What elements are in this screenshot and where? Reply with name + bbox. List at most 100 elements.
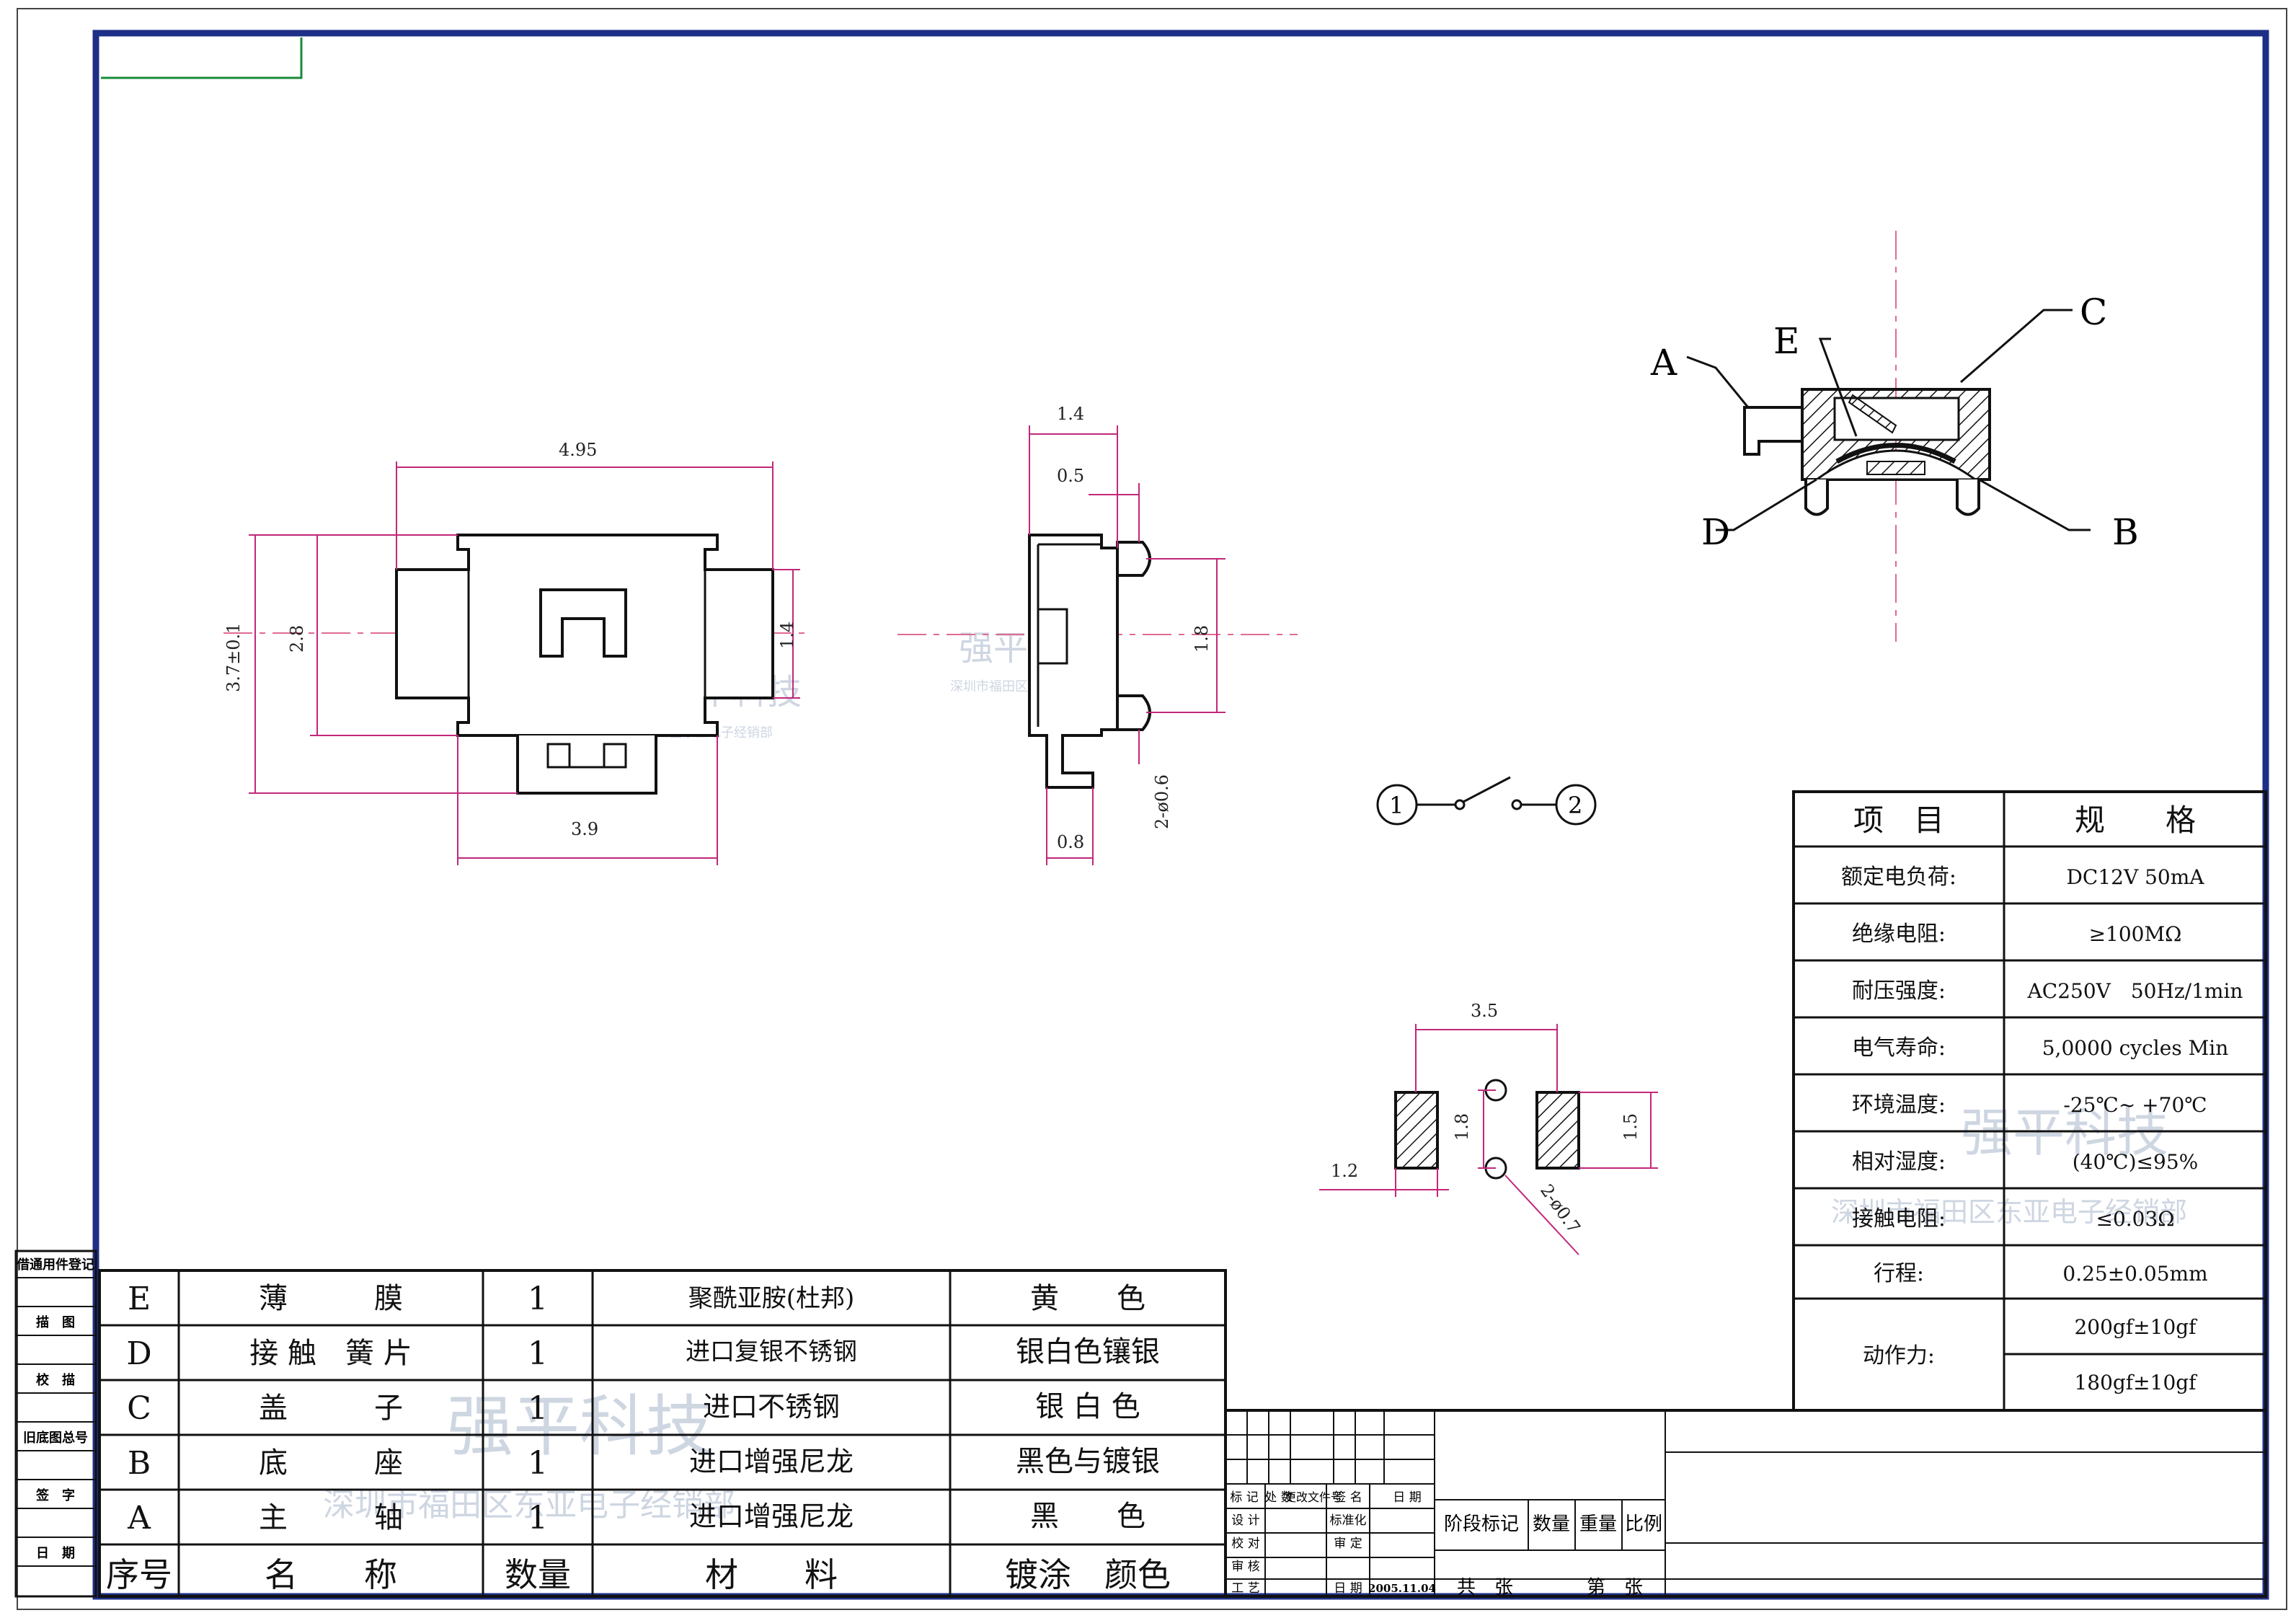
callout-d: D: [1701, 511, 1730, 553]
register-label: 借通用件登记: [16, 1257, 94, 1273]
register-label: 校 描: [36, 1372, 75, 1388]
dim-side-pin: 2-ø0.6: [1152, 774, 1172, 829]
pin1-label: 1: [1389, 792, 1404, 819]
switch-schematic: 1 2: [1376, 776, 1597, 826]
part-material: 聚酰亚胺(杜邦): [688, 1284, 855, 1313]
spec-value: 5,0000 cycles Min: [2042, 1036, 2229, 1060]
pad-left: [1394, 1091, 1439, 1170]
side-pin-bottom: [1116, 694, 1151, 731]
pcb-footprint: 3.5 1.8 1.5 1.2 2-ø0.7: [1319, 1001, 1658, 1255]
dim-pad-span: 3.5: [1471, 1001, 1498, 1021]
register-label: 描 图: [36, 1314, 75, 1330]
dim-inner-height: 2.8: [287, 625, 307, 653]
watermark-address: 深圳市福田区东亚电子经销部: [1831, 1196, 2187, 1228]
register-label: 签 字: [35, 1487, 75, 1503]
tb-total: 共 张: [1457, 1577, 1513, 1599]
spec-value: 0.25±0.05mm: [2062, 1262, 2207, 1286]
parts-header-finish: 镀涂 颜色: [1005, 1555, 1171, 1594]
part-material: 进口复银不锈钢: [686, 1338, 857, 1366]
switch-lever: [1463, 776, 1511, 803]
tb-approve: 审 定: [1334, 1537, 1362, 1551]
watermark-name: 强平科技: [1961, 1102, 2168, 1163]
side-view: 1.4 0.5 1.8 2-ø0.6 0.8: [897, 404, 1298, 865]
watermark-address: 深圳市福田区东亚电子经销部: [323, 1487, 735, 1524]
tb-weight: 重量: [1579, 1513, 1617, 1535]
tb-audit: 审 核: [1231, 1560, 1259, 1574]
parts-table: E 薄 膜 1 聚酰亚胺(杜邦) 黄 色 D 接 触 簧 片 1 进口复银不锈钢…: [98, 1269, 1227, 1598]
spec-value: AC250V 50Hz/1min: [2027, 979, 2243, 1003]
tb-quantity: 数量: [1533, 1513, 1570, 1535]
part-material: 进口不锈钢: [703, 1391, 840, 1423]
parts-header-qty: 数量: [505, 1555, 571, 1594]
parts-header-no: 序号: [106, 1555, 172, 1594]
tb-sheet: 第 张: [1587, 1577, 1643, 1599]
force-value: 200gf±10gf: [2074, 1315, 2198, 1339]
dim-side-height: 1.8: [1192, 625, 1212, 653]
callout-c: C: [2080, 291, 2107, 333]
part-name: 薄 膜: [259, 1282, 403, 1315]
part-qty: 1: [528, 1390, 548, 1427]
part-finish: 黑 色: [1030, 1500, 1145, 1533]
part-qty: 1: [528, 1335, 548, 1372]
spec-header-item: 项 目: [1853, 803, 1944, 838]
tb-count: 处 数: [1264, 1490, 1293, 1505]
tb-stage: 阶段标记: [1444, 1513, 1519, 1535]
shaft-tip: [1848, 394, 1897, 434]
part-material: 进口增强尼龙: [689, 1500, 854, 1532]
tb-process: 工 艺: [1231, 1581, 1259, 1596]
section-view: A E C D B: [1650, 231, 2139, 642]
spec-value: -25℃~ +70℃: [2063, 1093, 2207, 1117]
spec-label: 相对湿度:: [1852, 1149, 1946, 1175]
force-value: 180gf±10gf: [2074, 1371, 2198, 1394]
spec-label: 环境温度:: [1852, 1092, 1946, 1118]
spec-label: 电气寿命:: [1852, 1035, 1946, 1061]
spec-label: 行程:: [1874, 1261, 1924, 1286]
spec-label: 接触电阻:: [1852, 1206, 1946, 1232]
dim-pad-height-right: 1.5: [1621, 1113, 1641, 1141]
side-body-outline: [1028, 534, 1119, 789]
spec-label: 额定电负荷:: [1841, 865, 1956, 890]
spec-header-spec: 规 格: [2075, 803, 2196, 838]
dim-top-width: 4.95: [559, 440, 597, 460]
part-name: 盖 子: [259, 1392, 403, 1425]
callout-a: A: [1650, 342, 1677, 384]
tb-scale: 比例: [1625, 1513, 1662, 1535]
actuator-knob: [539, 588, 627, 658]
tb-sign: 签 名: [1334, 1490, 1362, 1505]
part-name: 底 座: [259, 1446, 403, 1480]
part-qty: 1: [528, 1445, 548, 1482]
part-no: A: [127, 1500, 151, 1537]
section-shaft: [1743, 406, 1804, 456]
part-finish: 银白色镶银: [1016, 1335, 1160, 1369]
spec-value: DC12V 50mA: [2066, 865, 2204, 889]
part-finish: 银 白 色: [1035, 1390, 1140, 1423]
tb-change-doc: 更改文件号: [1285, 1490, 1342, 1504]
dim-bottom-width: 3.9: [571, 819, 598, 839]
contact-spring: [1835, 443, 1956, 464]
part-finish: 黑色与镀银: [1016, 1445, 1160, 1478]
part-no: D: [126, 1335, 151, 1372]
tb-design: 设 计: [1231, 1513, 1259, 1528]
part-no: B: [128, 1445, 151, 1482]
part-material: 进口增强尼龙: [689, 1446, 854, 1477]
callout-b: B: [2112, 511, 2139, 553]
tb-standard: 标准化: [1330, 1513, 1367, 1528]
force-label: 动作力:: [1863, 1343, 1935, 1369]
dim-pad-width: 1.2: [1331, 1161, 1358, 1181]
dim-pad-height-left: 1.8: [1452, 1113, 1472, 1141]
tb-date-label: 日 期: [1334, 1581, 1362, 1596]
part-qty: 1: [528, 1281, 548, 1317]
part-finish: 黄 色: [1030, 1282, 1145, 1315]
part-no: E: [128, 1281, 151, 1317]
part-no: C: [127, 1390, 151, 1427]
watermark-name: 强平科技: [447, 1388, 712, 1465]
tb-date: 日 期: [1393, 1490, 1421, 1505]
shaft-tail: [516, 735, 657, 795]
parts-header-material: 材 料: [705, 1555, 838, 1594]
tb-date-value: 2005.11.04: [1368, 1582, 1436, 1595]
dim-pad-holes: 2-ø0.7: [1536, 1180, 1584, 1237]
spec-table: 项 目 规 格 额定电负荷: DC12V 50mA 绝缘电阻: ≥100MΩ 耐…: [1792, 790, 2267, 1412]
dim-side-bottom: 0.8: [1057, 832, 1084, 852]
spec-label: 耐压强度:: [1852, 978, 1946, 1004]
